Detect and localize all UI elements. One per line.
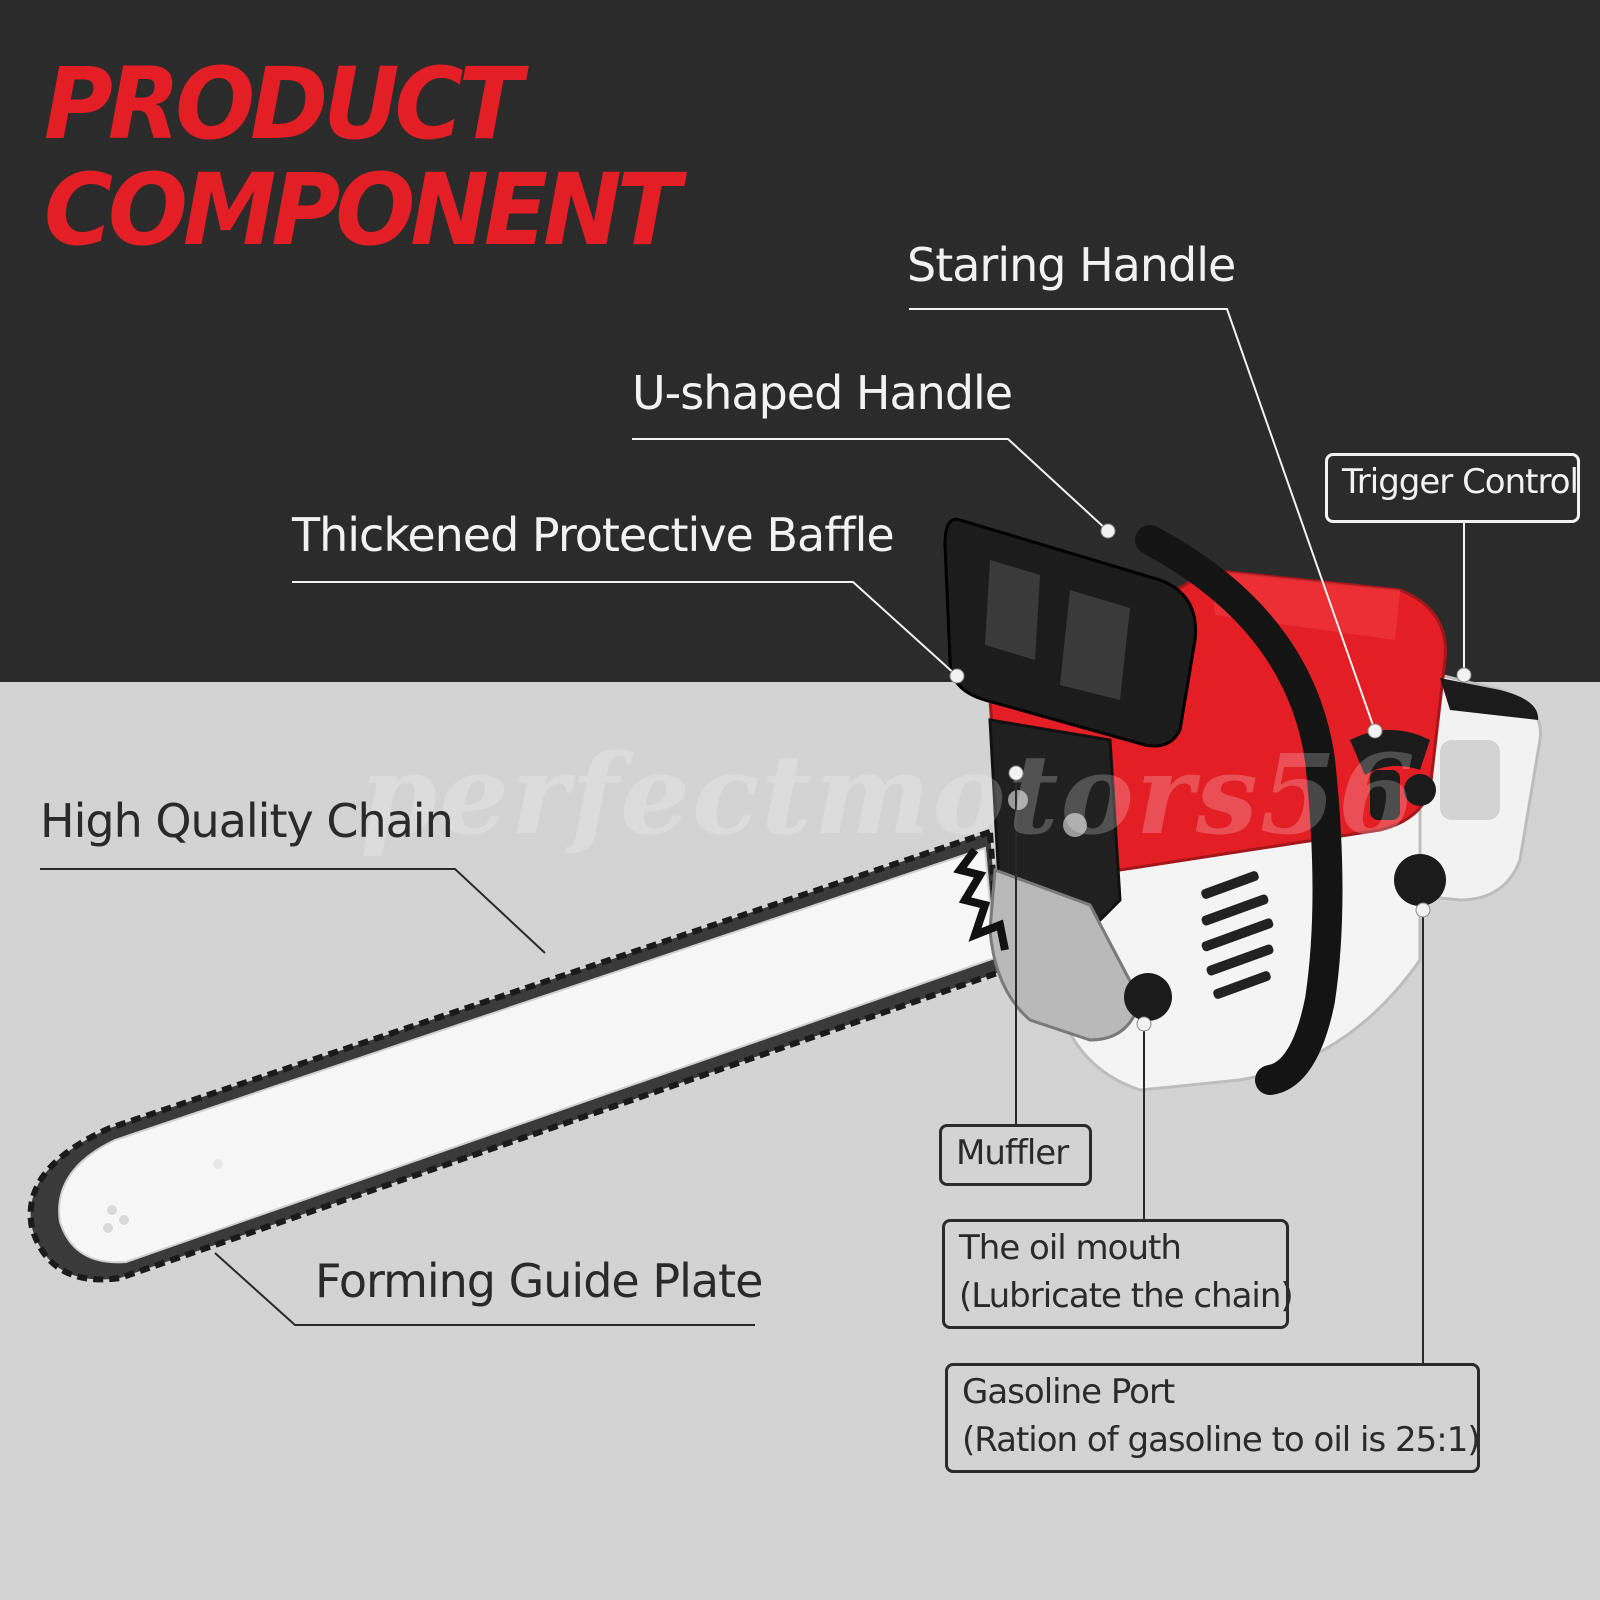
label-starting-handle: Staring Handle	[907, 238, 1236, 292]
trigger-control-text: Trigger Control	[1342, 462, 1579, 502]
leader-lines	[40, 308, 1465, 1363]
oil-mouth-line-1: The oil mouth	[959, 1228, 1182, 1268]
u-shaped-handle	[1135, 525, 1343, 1095]
muffler-text: Muffler	[956, 1133, 1069, 1173]
dark-background-band	[0, 0, 1600, 682]
starter-grip	[1350, 730, 1430, 775]
gasoline-port-line-1: Gasoline Port	[962, 1372, 1175, 1412]
oil-cap	[1124, 973, 1172, 1021]
label-muffler: Muffler	[939, 1124, 1092, 1186]
leader-dots	[949, 523, 1472, 1032]
oil-mouth-line-2: (Lubricate the chain)	[959, 1276, 1294, 1316]
label-gasoline-port: Gasoline Port (Ration of gasoline to oil…	[945, 1363, 1481, 1473]
label-forming-guide-plate: Forming Guide Plate	[315, 1254, 763, 1308]
cooling-vents	[1201, 871, 1274, 999]
watermark: perfectmotors56	[360, 730, 1417, 859]
gasoline-port-line-2: (Ration of gasoline to oil is 25:1)	[962, 1420, 1481, 1460]
title-line-2: COMPONENT	[44, 153, 681, 269]
title-line-1: PRODUCT	[44, 47, 523, 163]
label-high-quality-chain: High Quality Chain	[40, 794, 454, 848]
label-oil-mouth: The oil mouth (Lubricate the chain)	[942, 1219, 1294, 1329]
label-u-shaped-handle: U-shaped Handle	[632, 366, 1013, 420]
gas-cap	[1394, 854, 1446, 906]
label-trigger-control: Trigger Control	[1325, 453, 1580, 523]
guide-bar	[58, 846, 997, 1264]
label-protective-baffle: Thickened Protective Baffle	[292, 508, 895, 562]
